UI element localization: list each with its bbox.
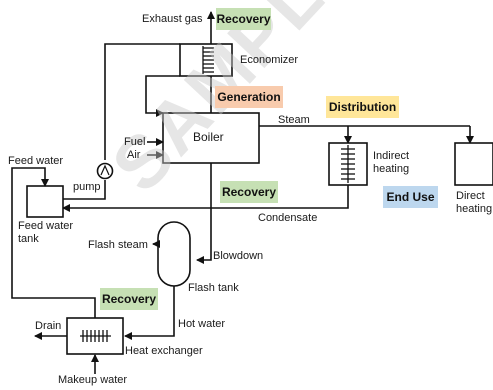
indirect-heating-label: Indirect heating bbox=[373, 150, 410, 175]
hot-water-label: Hot water bbox=[178, 318, 226, 330]
hx-to-tank-line bbox=[11, 217, 96, 318]
condensate-return-line bbox=[62, 185, 349, 212]
feed-water-label: Feed water bbox=[8, 155, 64, 167]
blowdown-label: Blowdown bbox=[213, 250, 264, 262]
recovery-tag-top: Recovery bbox=[216, 8, 271, 30]
boiler-label: Boiler bbox=[193, 130, 224, 144]
recovery-tag-bottom: Recovery bbox=[100, 288, 158, 310]
economizer-to-boiler-line bbox=[145, 75, 180, 117]
feed-water-inlet-line bbox=[11, 167, 49, 217]
indirect-heating-coil bbox=[341, 145, 355, 183]
direct-heating-label: Direct heating bbox=[456, 190, 493, 215]
flash-steam-label: Flash steam bbox=[88, 239, 148, 251]
pump-glyph bbox=[100, 164, 110, 176]
condensate-label: Condensate bbox=[258, 212, 318, 224]
pump-label: pump bbox=[73, 181, 101, 193]
economizer-label: Economizer bbox=[240, 54, 299, 66]
heat-exchanger-label: Heat exchanger bbox=[125, 345, 203, 357]
steam-label: Steam bbox=[278, 114, 310, 126]
air-label: Air bbox=[127, 149, 141, 161]
economizer-box bbox=[179, 43, 233, 77]
fuel-label: Fuel bbox=[124, 136, 146, 148]
heat-exchanger-coil bbox=[80, 330, 111, 342]
flash-tank-label: Flash tank bbox=[188, 282, 239, 294]
economizer-coil bbox=[202, 46, 214, 74]
distribution-tag: Distribution bbox=[326, 96, 399, 118]
makeup-water-label: Makeup water bbox=[58, 374, 128, 386]
flash-tank-vessel bbox=[157, 221, 191, 287]
end-use-tag: End Use bbox=[383, 186, 438, 208]
feed-water-tank-box bbox=[26, 185, 64, 218]
tank-to-pump-line bbox=[63, 180, 106, 200]
feedwater-to-economizer-line bbox=[104, 43, 180, 160]
hot-water-line bbox=[124, 286, 175, 340]
exhaust-gas-label: Exhaust gas bbox=[142, 13, 203, 25]
direct-heating-box bbox=[454, 142, 493, 186]
boiler-box bbox=[162, 112, 260, 164]
blowdown-line bbox=[196, 163, 212, 264]
feed-water-tank-label: Feed water tank bbox=[18, 220, 74, 245]
generation-tag: Generation bbox=[215, 86, 283, 108]
drain-label: Drain bbox=[35, 320, 62, 332]
recovery-tag-middle: Recovery bbox=[220, 181, 278, 203]
